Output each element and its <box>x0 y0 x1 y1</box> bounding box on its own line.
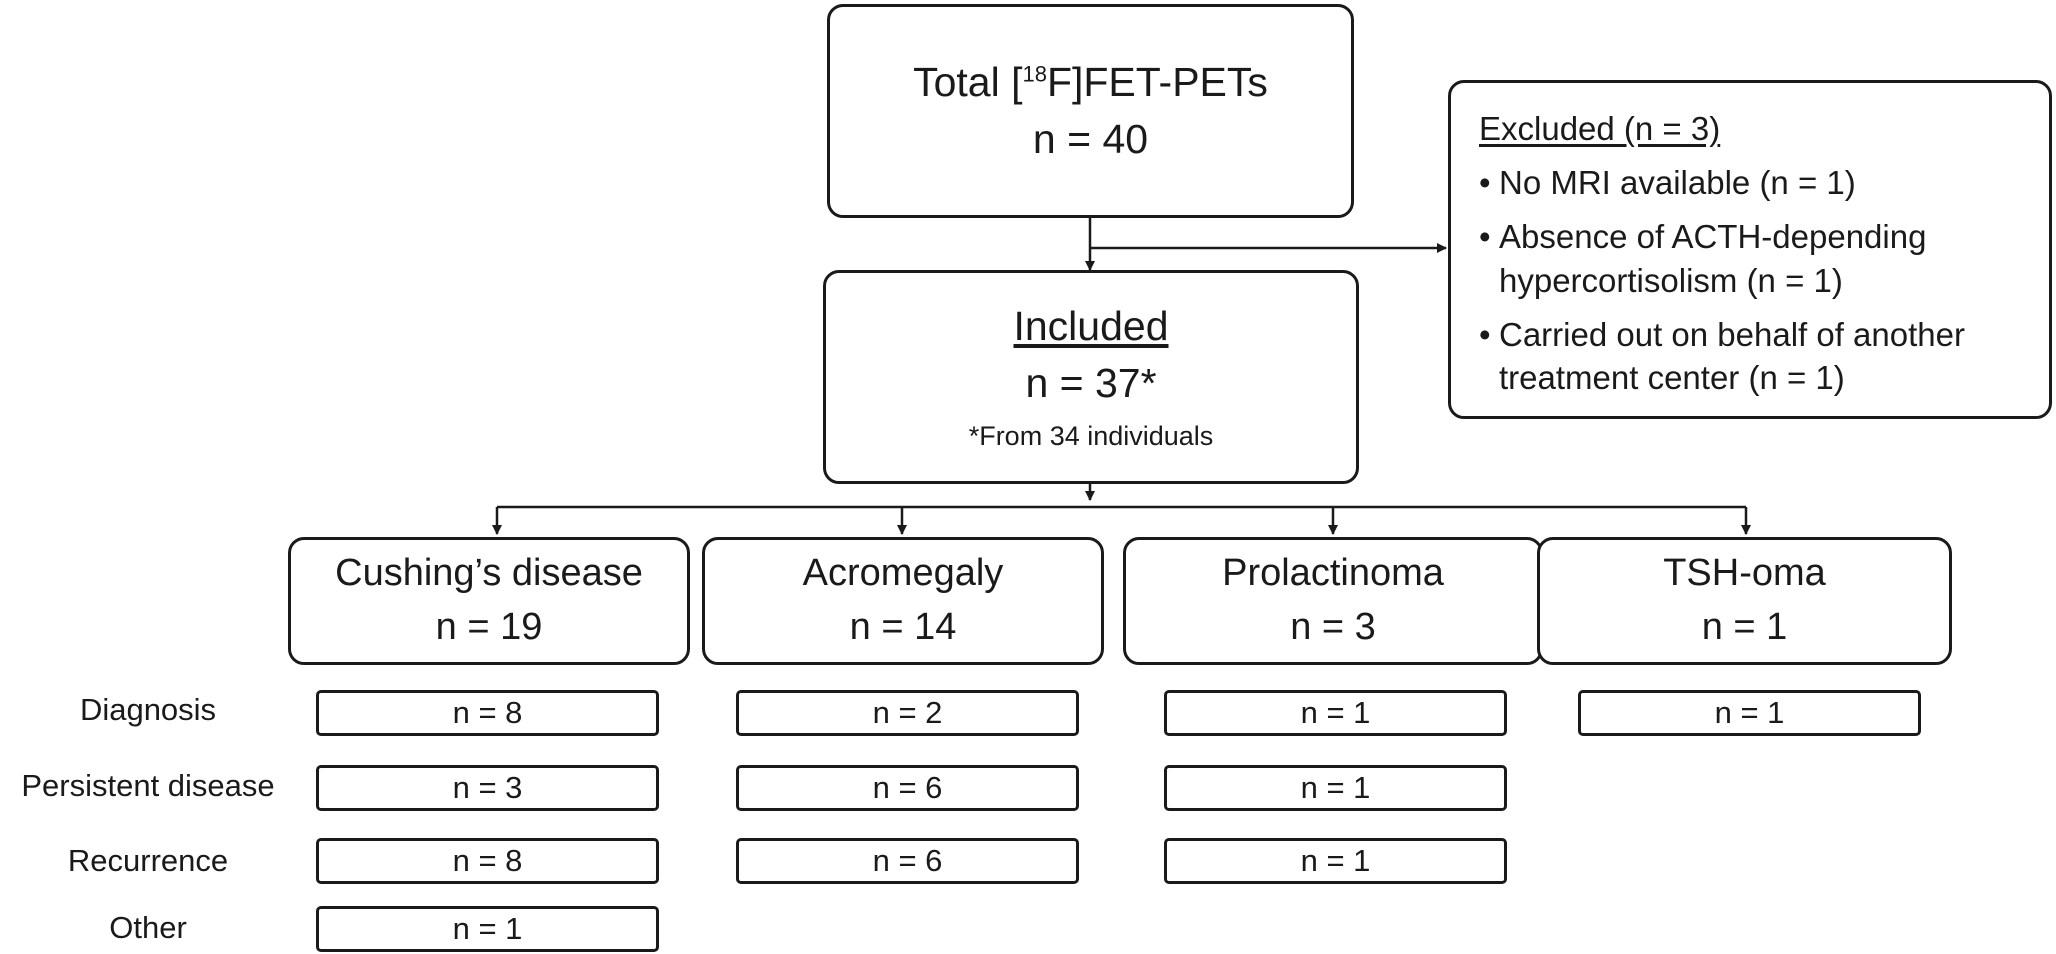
excluded-item: • Carried out on behalf of another treat… <box>1479 313 2021 401</box>
total-box: Total [18F]FET-PETs n = 40 <box>827 4 1354 218</box>
group-box-tsh-oma: TSH-oma n = 1 <box>1537 537 1952 665</box>
group-name: Acromegaly <box>802 552 1004 595</box>
included-heading: Included <box>1013 302 1169 349</box>
row-label-recurrence: Recurrence <box>67 843 229 878</box>
count-acromegaly-diagnosis: n = 2 <box>736 690 1079 736</box>
count-acromegaly-recurrence: n = 6 <box>736 838 1079 884</box>
count-cushings-diagnosis: n = 8 <box>316 690 659 736</box>
group-count: n = 14 <box>849 606 957 648</box>
group-name: TSH-oma <box>1663 552 1826 595</box>
count-acromegaly-persistent: n = 6 <box>736 765 1079 811</box>
count-prolactinoma-diagnosis: n = 1 <box>1164 690 1507 736</box>
excluded-item-text: No MRI available (n = 1) <box>1499 163 1856 201</box>
group-box-acromegaly: Acromegaly n = 14 <box>702 537 1104 665</box>
row-label-diagnosis: Diagnosis <box>79 692 217 727</box>
row-label-other: Other <box>109 910 187 945</box>
group-box-prolactinoma: Prolactinoma n = 3 <box>1123 537 1543 665</box>
total-title: Total [18F]FET-PETs <box>913 58 1268 105</box>
count-cushings-recurrence: n = 8 <box>316 838 659 884</box>
included-note: *From 34 individuals <box>968 421 1214 452</box>
excluded-item-text: Carried out on behalf of another treatme… <box>1499 315 1965 397</box>
count-cushings-persistent: n = 3 <box>316 765 659 811</box>
count-prolactinoma-persistent: n = 1 <box>1164 765 1507 811</box>
group-name: Prolactinoma <box>1222 552 1444 595</box>
included-box: Included n = 37* *From 34 individuals <box>823 270 1359 484</box>
group-box-cushings: Cushing’s disease n = 19 <box>288 537 690 665</box>
included-count: n = 37* <box>1025 360 1157 407</box>
excluded-box: Excluded (n = 3) • No MRI available (n =… <box>1448 80 2052 419</box>
count-prolactinoma-recurrence: n = 1 <box>1164 838 1507 884</box>
group-count: n = 1 <box>1701 606 1788 648</box>
count-cushings-other: n = 1 <box>316 906 659 952</box>
group-name: Cushing’s disease <box>335 552 643 595</box>
excluded-item: • No MRI available (n = 1) <box>1479 161 1856 205</box>
count-tsh-oma-diagnosis: n = 1 <box>1578 690 1921 736</box>
bullet-icon: • <box>1479 315 1491 353</box>
excluded-item-text: Absence of ACTH-depending hypercortisoli… <box>1499 217 1927 299</box>
total-count: n = 40 <box>1032 116 1149 162</box>
bullet-icon: • <box>1479 163 1491 201</box>
excluded-item: • Absence of ACTH-depending hypercortiso… <box>1479 215 2021 303</box>
group-count: n = 3 <box>1290 606 1376 648</box>
group-count: n = 19 <box>435 606 543 648</box>
row-label-persistent-disease: Persistent disease <box>21 768 275 803</box>
excluded-heading: Excluded (n = 3) <box>1479 110 1721 147</box>
bullet-icon: • <box>1479 217 1491 255</box>
